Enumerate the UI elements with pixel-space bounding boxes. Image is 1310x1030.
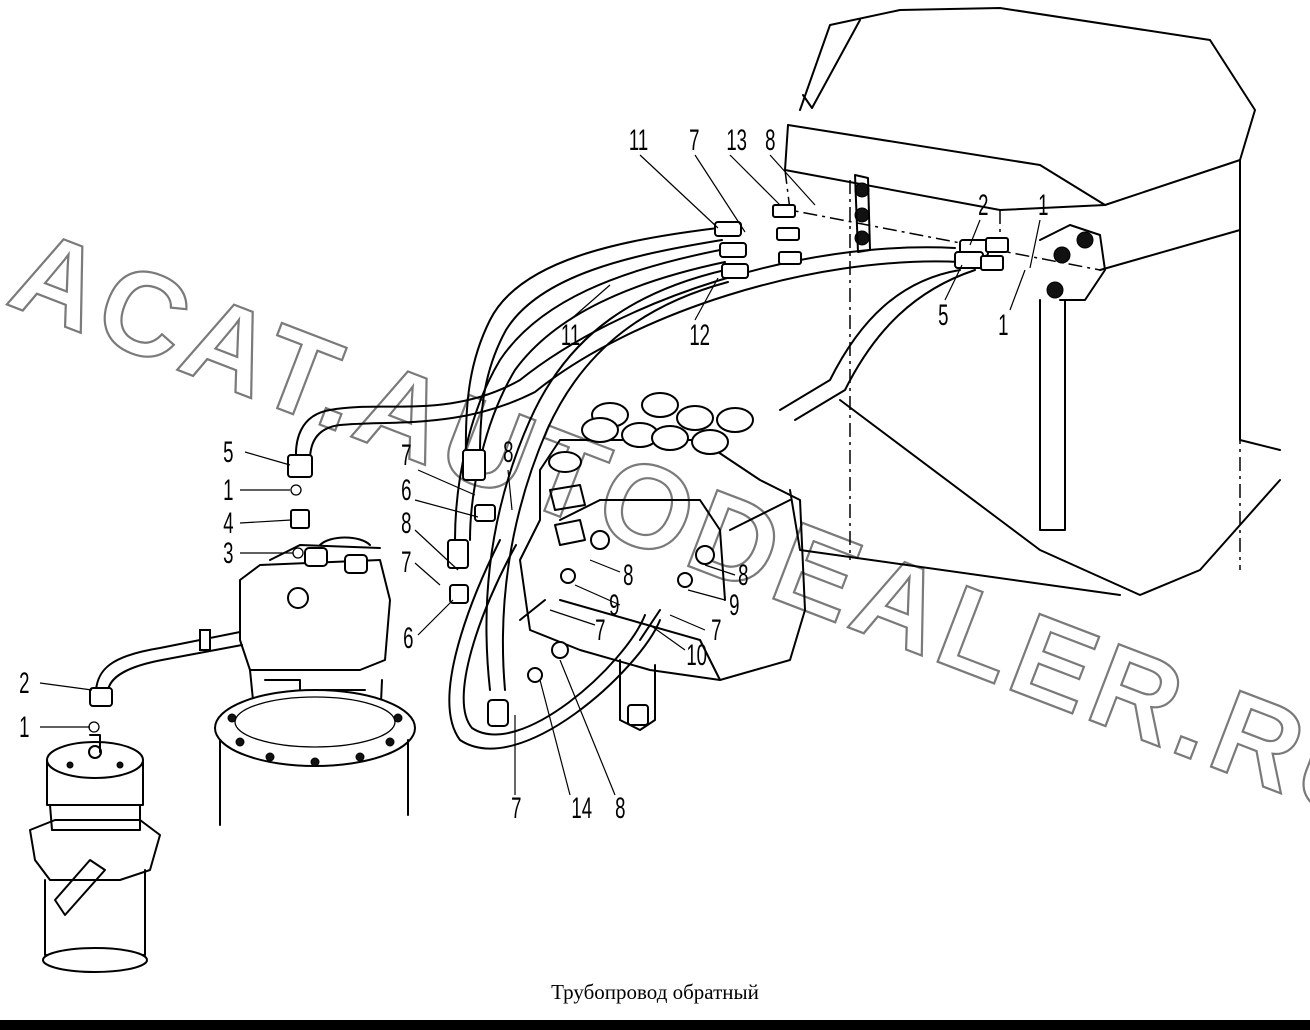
callout-8: 8 (765, 124, 775, 158)
callout-6: 6 (401, 474, 411, 508)
callout-10: 10 (686, 639, 707, 673)
callout-7: 7 (711, 614, 721, 648)
bottom-border (0, 1020, 1310, 1030)
callout-8: 8 (623, 559, 633, 593)
callout-7: 7 (401, 439, 411, 473)
callout-1: 1 (1038, 189, 1048, 223)
callout-3: 3 (223, 537, 233, 571)
diagram-caption: Трубопровод обратный (551, 980, 759, 1004)
callout-11: 11 (629, 124, 648, 158)
callouts: 11 7 13 8 2 1 5 1 11 12 5 1 4 3 2 1 7 8 … (19, 124, 1048, 826)
fittings (88, 204, 1009, 733)
watermark: ACAT.AUTODEALER.RU (0, 203, 1310, 854)
callout-12: 12 (689, 319, 710, 353)
callout-5: 5 (938, 299, 948, 333)
callout-1: 1 (998, 309, 1008, 343)
hoses (95, 227, 976, 750)
callout-13: 13 (726, 124, 747, 158)
callout-4: 4 (223, 507, 233, 541)
callout-1: 1 (223, 474, 233, 508)
watermark-text: ACAT.AUTODEALER.RU (0, 204, 1310, 853)
swing-motor (214, 536, 416, 826)
callout-8: 8 (738, 559, 748, 593)
callout-5: 5 (223, 436, 233, 470)
callout-6: 6 (403, 622, 413, 656)
callout-7: 7 (401, 546, 411, 580)
callout-7: 7 (689, 124, 699, 158)
callout-8: 8 (503, 436, 513, 470)
leader-lines (39, 154, 1041, 796)
callout-7: 7 (511, 792, 521, 826)
callout-2: 2 (19, 667, 29, 701)
callout-9: 9 (609, 589, 619, 623)
filter-canister (29, 734, 161, 973)
callout-2: 2 (978, 189, 988, 223)
callout-1: 1 (19, 711, 29, 745)
callout-14: 14 (571, 792, 592, 826)
callout-9: 9 (729, 589, 739, 623)
callout-7: 7 (595, 614, 605, 648)
callout-8: 8 (615, 792, 625, 826)
callout-8: 8 (401, 507, 411, 541)
callout-11: 11 (561, 319, 580, 353)
control-valve (449, 392, 806, 731)
hydraulic-tank (784, 7, 1281, 596)
